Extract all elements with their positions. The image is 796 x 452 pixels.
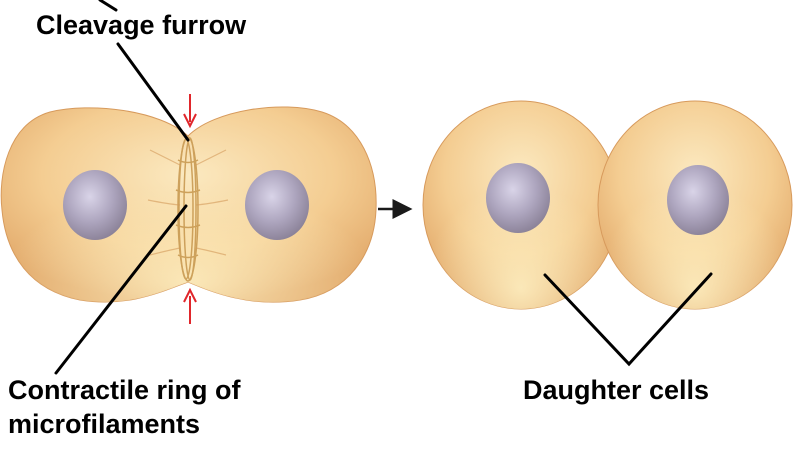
daughter-cell-right [598,101,792,309]
daughter-nucleus-left [486,163,550,233]
contractile-ring-label-line1: Contractile ring of [8,375,241,406]
daughter-cells-label: Daughter cells [523,375,709,406]
nucleus-left [63,170,127,240]
dividing-cell [1,107,376,302]
up-arrow-icon [184,290,196,324]
down-arrow-icon [184,94,196,126]
contractile-ring-label-line2: microfilaments [8,409,200,440]
nucleus-right [245,170,309,240]
daughter-cell-left [423,101,619,309]
cleavage-furrow-label: Cleavage furrow [36,10,246,41]
cleavage-furrow-tick [100,0,116,10]
daughter-nucleus-right [667,165,729,235]
